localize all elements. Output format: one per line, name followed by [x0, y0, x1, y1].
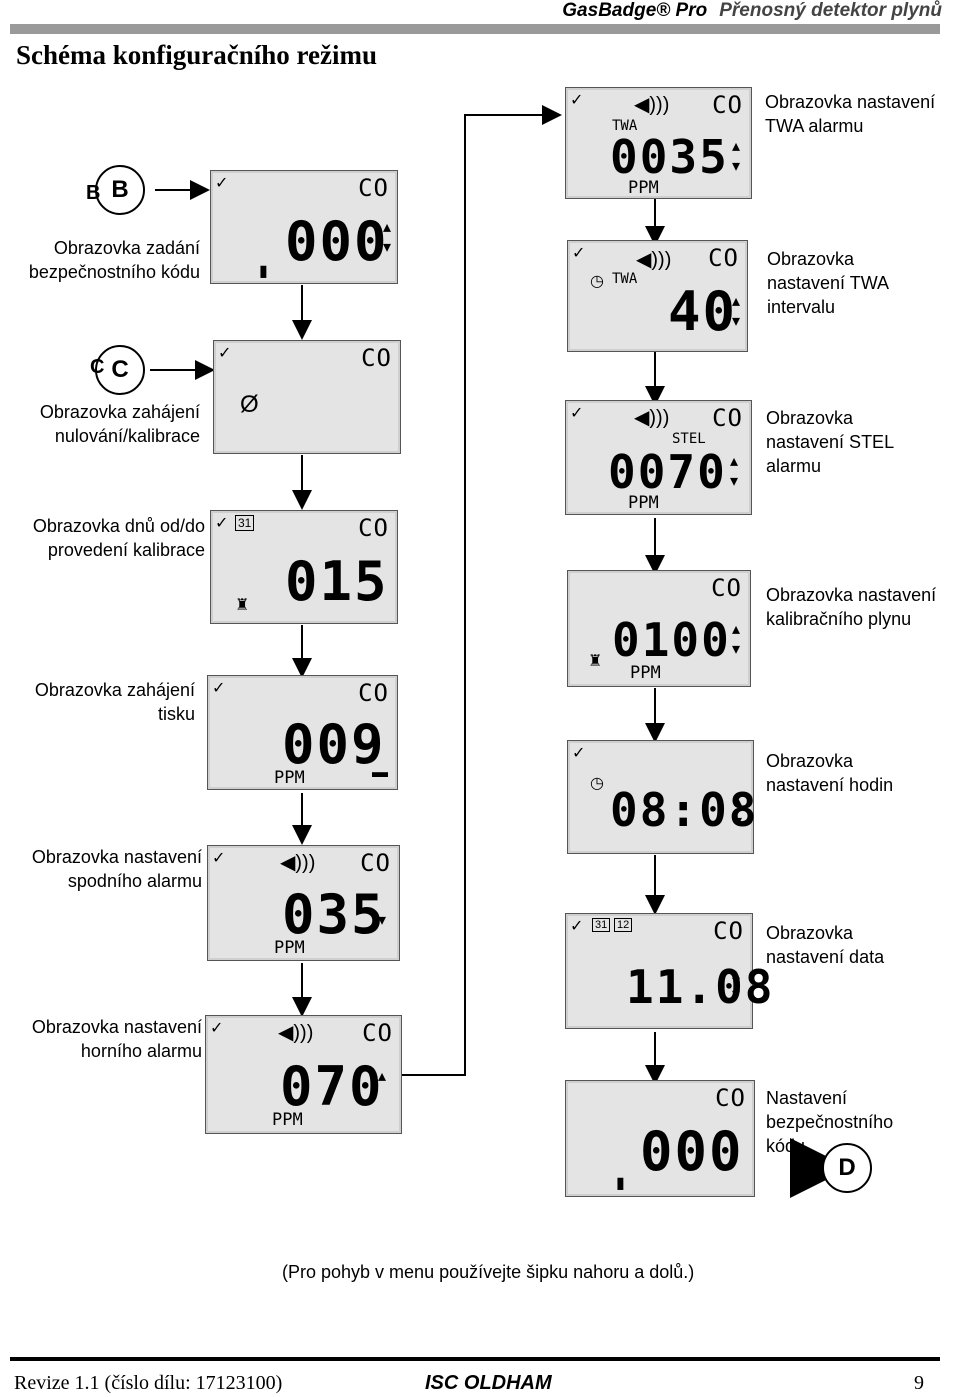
link-left-right — [400, 105, 562, 1076]
header-rule — [10, 24, 940, 34]
gas-cylinder-icon: ♜ — [235, 597, 250, 614]
label-twa-interval: Obrazovka nastavení TWA intervalu — [767, 249, 889, 317]
label-stel-alarm: Obrazovka nastavení STEL alarmu — [766, 408, 894, 476]
gas-cylinder-icon: ♜ — [588, 653, 603, 670]
speaker-icon: ◀))) — [634, 407, 670, 429]
header-title: GasBadge® Pro Přenosný detektor plynů — [562, 0, 942, 22]
lcd-high-alarm: ✓ ◀))) CO 070 ▴ PPM — [205, 1015, 402, 1134]
navigation-note: (Pro pohyb v menu používejte šipku nahor… — [282, 1262, 695, 1282]
clock-icon: ◷ — [590, 775, 604, 792]
up-down-icon: ▴▾ — [732, 966, 741, 1003]
label-calibration-gas: Obrazovka nastavení kalibračního plynu — [766, 585, 937, 629]
lcd-clock: ✓ ◷ 08:08 ▴▾ — [567, 740, 756, 854]
label-set-security-code: Nastavení bezpečnostního kódu — [766, 1088, 894, 1156]
label-low-alarm: Obrazovka nastavení spodního alarmu — [31, 847, 202, 891]
label-zero-calibration-start: Obrazovka zahájení nulování/kalibrace — [39, 402, 200, 446]
lcd-date: ✓ 31 12 CO 11.08 ▴▾ — [565, 913, 772, 1029]
lock-icon: ▮ — [616, 1175, 625, 1192]
speaker-icon: ◀))) — [636, 249, 672, 271]
speaker-icon: ◀))) — [278, 1022, 314, 1044]
footer-rule — [10, 1357, 940, 1361]
up-down-icon: ▴▾ — [734, 793, 743, 830]
lcd-twa-alarm: ✓ ◀))) TWA CO 0035 ▴▾ PPM — [565, 87, 752, 199]
marker-d: D — [822, 1143, 872, 1193]
speaker-icon: ◀))) — [280, 852, 316, 874]
calendar-day-icon: 31 — [592, 918, 611, 932]
up-down-icon: ▴▾ — [383, 219, 392, 256]
lcd-low-alarm: ✓ ◀))) CO 035 ▾ PPM — [207, 845, 400, 961]
label-high-alarm: Obrazovka nastavení horního alarmu — [31, 1017, 202, 1061]
footer-company: ISC OLDHAM — [425, 1372, 552, 1394]
label-days-calibration: Obrazovka dnů od/do provedení kalibrace — [32, 516, 205, 560]
lcd-zero-calibration: ✓ CO Ø — [213, 340, 401, 454]
lcd-days-calibration: ✓ 31 CO 015 ♜ — [210, 510, 398, 624]
clock-icon: ◷ — [590, 273, 604, 290]
speaker-icon: ◀))) — [634, 94, 670, 116]
lcd-calibration-gas: CO ♜ 0100 ▴▾ PPM — [567, 570, 751, 687]
marker-c: C — [95, 345, 145, 395]
marker-b: B — [95, 165, 145, 215]
up-down-icon: ▴▾ — [732, 621, 741, 658]
lcd-print: ✓ CO 009 PPM ▬ — [207, 675, 398, 790]
label-print-start: Obrazovka zahájení tisku — [34, 680, 195, 724]
lcd-twa-interval: ✓ ◀))) ◷ TWA CO 40 ▴▾ — [567, 240, 748, 352]
up-arrow-icon: ▴ — [378, 1068, 387, 1085]
marker-b-shadow: B — [86, 182, 101, 204]
marker-c-shadow: C — [90, 356, 105, 378]
footer-page-number: 9 — [914, 1372, 924, 1394]
header-subtitle: Přenosný detektor plynů — [719, 0, 942, 21]
lcd-security-code: ✓ CO 000 ▴▾ ▮ — [210, 170, 398, 284]
down-arrow-icon: ▾ — [378, 912, 387, 929]
header-product: GasBadge® Pro — [562, 0, 708, 21]
label-security-code-entry: Obrazovka zadání bezpečnostního kódu — [28, 238, 200, 282]
page-title: Schéma konfiguračního režimu — [16, 40, 378, 70]
label-clock: Obrazovka nastavení hodin — [766, 751, 894, 795]
up-down-icon: ▴▾ — [732, 138, 741, 175]
label-twa-alarm: Obrazovka nastavení TWA alarmu — [765, 92, 936, 136]
lcd-set-security-code: CO 000 ▮ — [565, 1080, 755, 1197]
calendar-month-icon: 12 — [614, 918, 633, 932]
lock-icon: ▮ — [259, 263, 268, 280]
footer-revision: Revize 1.1 (číslo dílu: 17123100) — [14, 1372, 283, 1394]
label-date: Obrazovka nastavení data — [766, 923, 885, 967]
up-down-icon: ▴▾ — [732, 293, 741, 330]
up-down-icon: ▴▾ — [730, 453, 739, 490]
lcd-stel-alarm: ✓ ◀))) STEL CO 0070 ▴▾ PPM — [565, 400, 752, 515]
calendar-icon: 31 — [235, 515, 255, 531]
printer-icon: ▬ — [372, 764, 388, 781]
